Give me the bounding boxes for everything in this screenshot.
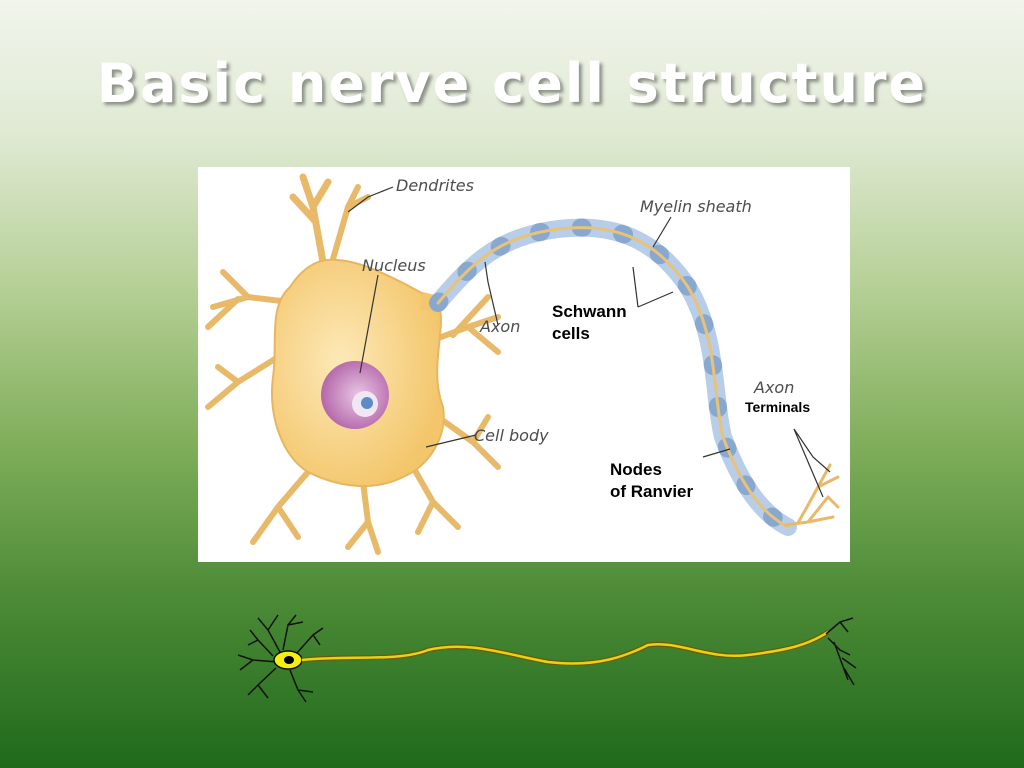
label-axon-terminals-line1: Axon — [753, 378, 794, 397]
neuron-diagram: Dendrites Myelin sheath Nucleus Axon Sch… — [198, 167, 850, 562]
label-nucleus: Nucleus — [362, 256, 426, 275]
label-schwann-line2: cells — [552, 324, 590, 343]
label-axon: Axon — [479, 317, 520, 336]
label-schwann-line1: Schwann — [552, 302, 627, 321]
dendrites — [205, 173, 501, 555]
label-myelin-sheath: Myelin sheath — [640, 197, 752, 216]
axon-terminals — [784, 463, 840, 527]
mini-terminals — [825, 617, 857, 686]
label-axon-terminals-line2: Terminals — [745, 399, 810, 415]
label-dendrites: Dendrites — [396, 176, 474, 195]
leader-lines — [347, 186, 831, 498]
mini-neuron-illustration — [228, 610, 868, 710]
label-cell-body: Cell body — [474, 426, 549, 445]
mini-dendrites — [237, 614, 324, 703]
axon-myelin — [429, 218, 797, 536]
label-nodes-line2: of Ranvier — [610, 482, 694, 501]
nucleus-shape — [321, 361, 389, 429]
slide-title: Basic nerve cell structure — [96, 52, 928, 115]
label-nodes-line1: Nodes — [610, 460, 662, 479]
mini-nucleus — [284, 656, 294, 664]
mini-axon — [301, 629, 830, 667]
